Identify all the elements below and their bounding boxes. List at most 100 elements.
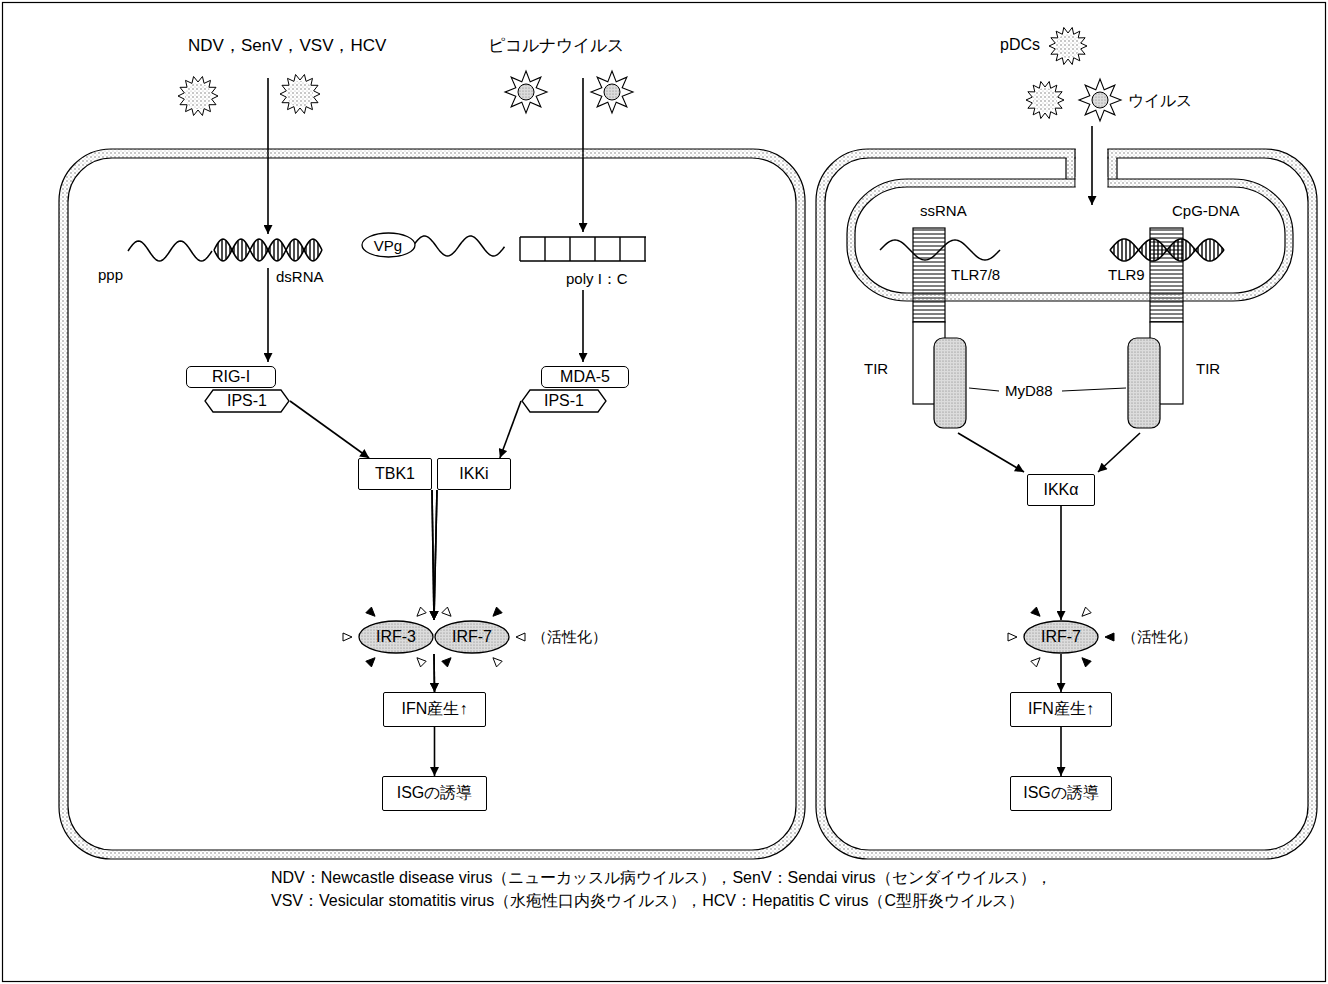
adaptor-hexagon: IPS-1: [204, 389, 290, 413]
sensor-box: MDA-5: [541, 366, 629, 388]
sensor-box: RIG-I: [186, 366, 276, 388]
sensing-arrow: [582, 290, 584, 362]
cell-label: （活性化）: [532, 628, 607, 647]
ladder-rail: [520, 260, 646, 261]
node-label: IFN産生↑: [402, 699, 468, 720]
virus-icon: [1049, 27, 1087, 64]
picornavirus-icon: [1079, 79, 1121, 121]
process-box: IKKα: [1027, 474, 1095, 506]
node-label: IRF-3: [376, 628, 416, 646]
membrane-gap: [1109, 157, 1117, 180]
process-box: IFN産生↑: [1010, 692, 1112, 727]
cpg-dna-helix-rung: [1125, 239, 1126, 261]
cell-label: TIR: [864, 360, 888, 377]
activation-mark: [366, 658, 375, 667]
activation-mark: [366, 607, 375, 616]
activation-mark: [343, 633, 352, 641]
signal-arrow: [433, 654, 435, 692]
activation-mark: [493, 607, 502, 616]
ladder-rail: [520, 236, 646, 237]
picornavirus-icon: [591, 71, 633, 113]
activation-mark: [1031, 607, 1040, 616]
ladder-rung: [519, 237, 520, 261]
node-label: ISGの誘導: [1023, 783, 1099, 804]
virus-icon: [178, 77, 218, 116]
membrane-band: [1067, 157, 1075, 180]
cpg-dna-helix-rung: [1121, 239, 1122, 260]
signal-arrow: [958, 433, 1024, 472]
cpg-dna-helix-rung: [1161, 244, 1162, 256]
top-label: ウイルス: [1128, 91, 1192, 112]
ellipse-path: [362, 233, 415, 257]
cell-label: ppp: [98, 266, 123, 283]
cpg-dna-helix-rung: [1217, 243, 1218, 257]
activation-mark: [493, 658, 502, 667]
node-label: IFN産生↑: [1028, 699, 1094, 720]
dsrna-helix-rung: [221, 239, 222, 261]
illustration: [3, 3, 1326, 982]
entry-arrow: [1091, 126, 1093, 205]
virus-core: [1056, 34, 1080, 58]
process-box: IKKi: [437, 458, 511, 490]
cpg-dna-helix-rung: [1117, 242, 1118, 259]
signal-arrow: [1060, 654, 1062, 692]
membrane-outline: [58, 148, 806, 860]
node-label: IKKα: [1043, 481, 1078, 499]
factor-ellipse: IRF-3: [358, 620, 434, 654]
membrane-band: [1109, 157, 1117, 180]
cpg-dna-helix-rung: [1181, 239, 1182, 261]
ssrna-wave: [413, 236, 505, 256]
dsrna-helix-rung: [309, 240, 310, 259]
process-box: TBK1: [358, 458, 432, 490]
membrane-band: [847, 179, 1293, 301]
cell-label: poly I：C: [566, 270, 628, 289]
node-label: TBK1: [375, 465, 415, 483]
ladder-rung: [544, 237, 545, 261]
dsrna-helix-rung: [241, 239, 242, 261]
cpg-dna-helix-rung: [1213, 240, 1214, 260]
ellipse-path: [435, 621, 509, 653]
factor-ellipse: IRF-7: [434, 620, 510, 654]
generated-illustration: [128, 27, 1224, 666]
activation-mark: [1031, 658, 1040, 667]
activation-mark: [442, 658, 451, 667]
leader-line: [969, 388, 999, 391]
cpg-dna-helix-rung: [1145, 242, 1146, 258]
cpg-dna-helix-rung: [1205, 240, 1206, 260]
membrane-band: [59, 149, 805, 859]
picornavirus-core: [518, 84, 534, 100]
virus-core: [287, 81, 313, 107]
tlr-ectodomain: [913, 228, 945, 322]
signal-arrow: [500, 401, 521, 458]
ssrna-wave: [880, 240, 1000, 260]
dsrna-helix-rung: [297, 240, 298, 259]
node-label: RIG-I: [212, 368, 250, 386]
cpg-dna-helix-rung: [1209, 239, 1210, 261]
adaptor-hexagon: IPS-1: [521, 389, 607, 413]
signal-arrow: [1060, 727, 1062, 776]
activation-mark: [442, 607, 451, 616]
ellipse-path: [359, 621, 433, 653]
cpg-dna-helix-rung: [1153, 239, 1154, 261]
process-box: ISGの誘導: [382, 776, 487, 811]
signal-arrow: [290, 401, 369, 458]
dsrna-helix-rung: [257, 239, 258, 261]
cell-outline: TIRTIRMyD88（活性化）ssRNACpG-DNATLR7/8TLR9IK…: [815, 148, 1318, 860]
picornavirus-icon: [505, 71, 547, 113]
endosome: ssRNACpG-DNATLR7/8TLR9: [846, 178, 1294, 302]
ladder-rung: [594, 237, 595, 261]
ladder-rung: [644, 237, 645, 261]
ladder-rung: [619, 237, 620, 261]
node-label: MDA-5: [560, 368, 610, 386]
cell-label: ssRNA: [920, 202, 967, 219]
factor-ellipse: IRF-7: [1023, 620, 1099, 654]
leader-line: [1062, 388, 1126, 391]
signal-arrow: [1060, 506, 1062, 620]
picornavirus-core: [1092, 92, 1108, 108]
cell-label: CpG-DNA: [1172, 202, 1240, 219]
ellipse-path: [1024, 621, 1098, 653]
signal-arrow: [433, 654, 435, 692]
